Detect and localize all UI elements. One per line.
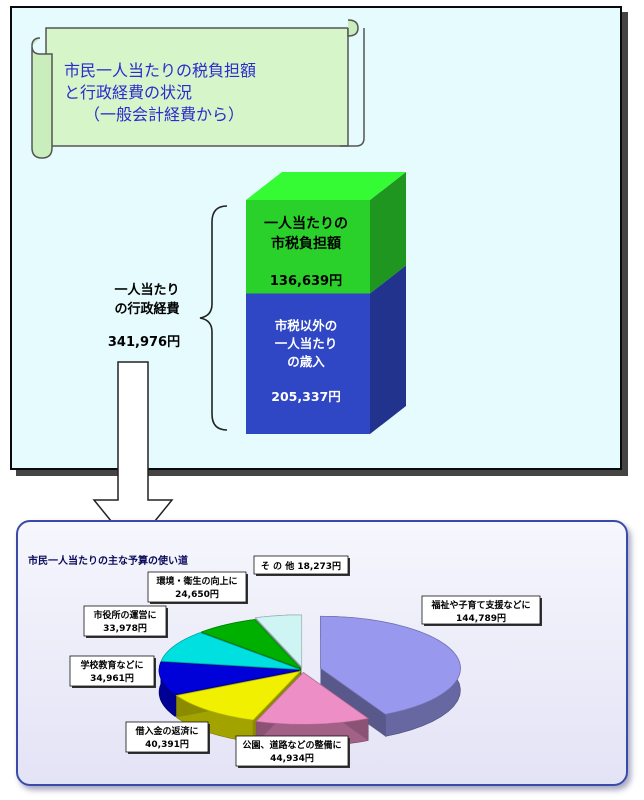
admin-cost-value: 341,976円 [108, 335, 180, 350]
pie-label-value-1: 44,934円 [270, 753, 314, 764]
bottom-panel: 市民一人当たりの主な予算の使い道 福祉や子育て支援などに 144,789円公園、道… [16, 520, 628, 786]
pie-label-value-2: 40,391円 [145, 739, 189, 750]
pie-label-0: 福祉や子育て支援などに 144,789円 [421, 595, 542, 626]
stacked-column [246, 172, 406, 434]
admin-cost-label-line2: の行政経費 [114, 301, 179, 317]
pie-label-4: 市役所の運営に 33,978円 [83, 605, 168, 638]
scroll-banner: 市民一人当たりの税負担額 と行政経費の状況 （一般会計経費から） [31, 19, 365, 159]
pie-label-name-3: 学校教育などに [80, 659, 143, 671]
scroll-title-line1: 市民一人当たりの税負担額 [64, 61, 256, 80]
stack-top-value: 136,639円 [270, 274, 342, 289]
pie-label-name-0: 福祉や子育て支援などに [430, 599, 530, 611]
stack-bottom-line1: 市税以外の [275, 318, 338, 333]
top-panel: 市民一人当たりの税負担額 と行政経費の状況 （一般会計経費から） 一人当たり の… [10, 6, 622, 470]
pie-caption: 市民一人当たりの主な予算の使い道 [28, 554, 188, 567]
stack-segment-0 [246, 172, 406, 294]
curly-brace [199, 205, 228, 431]
pie-label-name-4: 市役所の運営に [93, 609, 156, 621]
stack-bottom-value: 205,337円 [271, 389, 340, 404]
pie-slices [158, 614, 461, 747]
admin-cost-label-line1: 一人当たり [114, 282, 179, 298]
pie-label-value-3: 34,961円 [90, 673, 134, 684]
stack-bottom-line3: の歳入 [287, 354, 325, 369]
pie-label-name-5: 環境・衛生の向上に [156, 575, 237, 587]
stack-top-line2: 市税負担額 [271, 235, 341, 252]
pie-label-value-5: 24,650円 [175, 589, 219, 600]
pie-slice-0 [320, 615, 461, 737]
pie-label-value-4: 33,978円 [103, 623, 147, 634]
pie-chart: 市民一人当たりの主な予算の使い道 福祉や子育て支援などに 144,789円公園、道… [28, 554, 542, 768]
pie-label-3: 学校教育などに 34,961円 [69, 655, 156, 688]
scroll-title-line3: （一般会計経費から） [84, 105, 244, 124]
pie-label-2: 借入金の返済に 40,391円 [125, 721, 210, 754]
pie-label-name-2: 借入金の返済に [134, 725, 198, 737]
stack-segment-1 [246, 265, 406, 434]
pie-label-name-1: 公園、道路などの整備に [242, 739, 341, 751]
pie-label-5: 環境・衛生の向上に 24,650円 [147, 571, 248, 604]
stack-bottom-line2: 一人当たり [275, 336, 338, 351]
pie-label-6: そ の 他 18,273円 [253, 555, 350, 576]
scroll-title-line2: と行政経費の状況 [64, 83, 192, 102]
pie-label-value-0: 144,789円 [456, 613, 506, 624]
top-diagram: 市民一人当たりの税負担額 と行政経費の状況 （一般会計経費から） 一人当たり の… [31, 19, 406, 434]
stack-top-line1: 一人当たりの [264, 215, 348, 232]
pie-label-text-6: そ の 他 18,273円 [261, 560, 341, 572]
pie-label-1: 公園、道路などの整備に 44,934円 [235, 735, 350, 768]
